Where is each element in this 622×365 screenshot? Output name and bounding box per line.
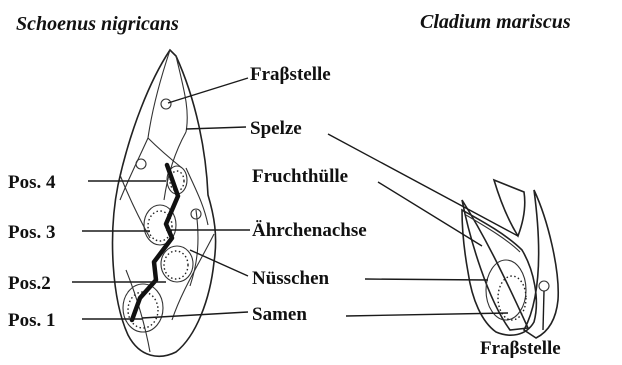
cladium-nutlet bbox=[486, 260, 526, 320]
glume-line bbox=[120, 175, 150, 238]
leader-fruchthuelle bbox=[378, 182, 482, 246]
leader-frassstelle-bottom bbox=[543, 291, 544, 330]
title-schoenus-nigricans: Schoenus nigricans bbox=[16, 13, 179, 35]
leader-nuesschen-right bbox=[365, 279, 488, 280]
label-pos4: Pos. 4 bbox=[8, 172, 56, 193]
feeding-spot bbox=[136, 159, 146, 169]
label-frassstelle-top: Fraβstelle bbox=[250, 64, 331, 85]
label-aehrchenachse: Ährchenachse bbox=[252, 220, 367, 241]
leader-frassstelle-top bbox=[168, 78, 248, 103]
schoenus-spikelet-outline bbox=[113, 50, 216, 356]
cladium-fruit-husk bbox=[462, 210, 536, 335]
label-nuesschen: Nüsschen bbox=[252, 268, 330, 289]
label-spelze: Spelze bbox=[250, 118, 302, 139]
feeding-spot bbox=[161, 99, 171, 109]
nutlet-pos1 bbox=[123, 284, 163, 332]
label-pos3: Pos. 3 bbox=[8, 222, 56, 243]
label-pos1: Pos. 1 bbox=[8, 310, 56, 331]
glume-line bbox=[148, 50, 170, 138]
cladium-glume-back bbox=[494, 180, 525, 236]
label-fruchthuelle: Fruchthülle bbox=[252, 166, 348, 187]
label-pos2: Pos.2 bbox=[8, 273, 51, 294]
seed-pos2 bbox=[164, 251, 188, 279]
schoenus-spikelet-drawing bbox=[113, 50, 216, 356]
title-cladium-mariscus: Cladium mariscus bbox=[420, 11, 571, 33]
label-samen: Samen bbox=[252, 304, 307, 325]
leader-spelze bbox=[186, 127, 246, 129]
label-frassstelle-bottom: Fraβstelle bbox=[480, 338, 561, 359]
cladium-feeding-spot bbox=[539, 281, 549, 291]
glume-line bbox=[120, 138, 148, 200]
glume-line bbox=[190, 210, 198, 286]
glume-line bbox=[148, 138, 182, 168]
leader-samen-right bbox=[346, 313, 508, 316]
rachis bbox=[132, 165, 178, 320]
